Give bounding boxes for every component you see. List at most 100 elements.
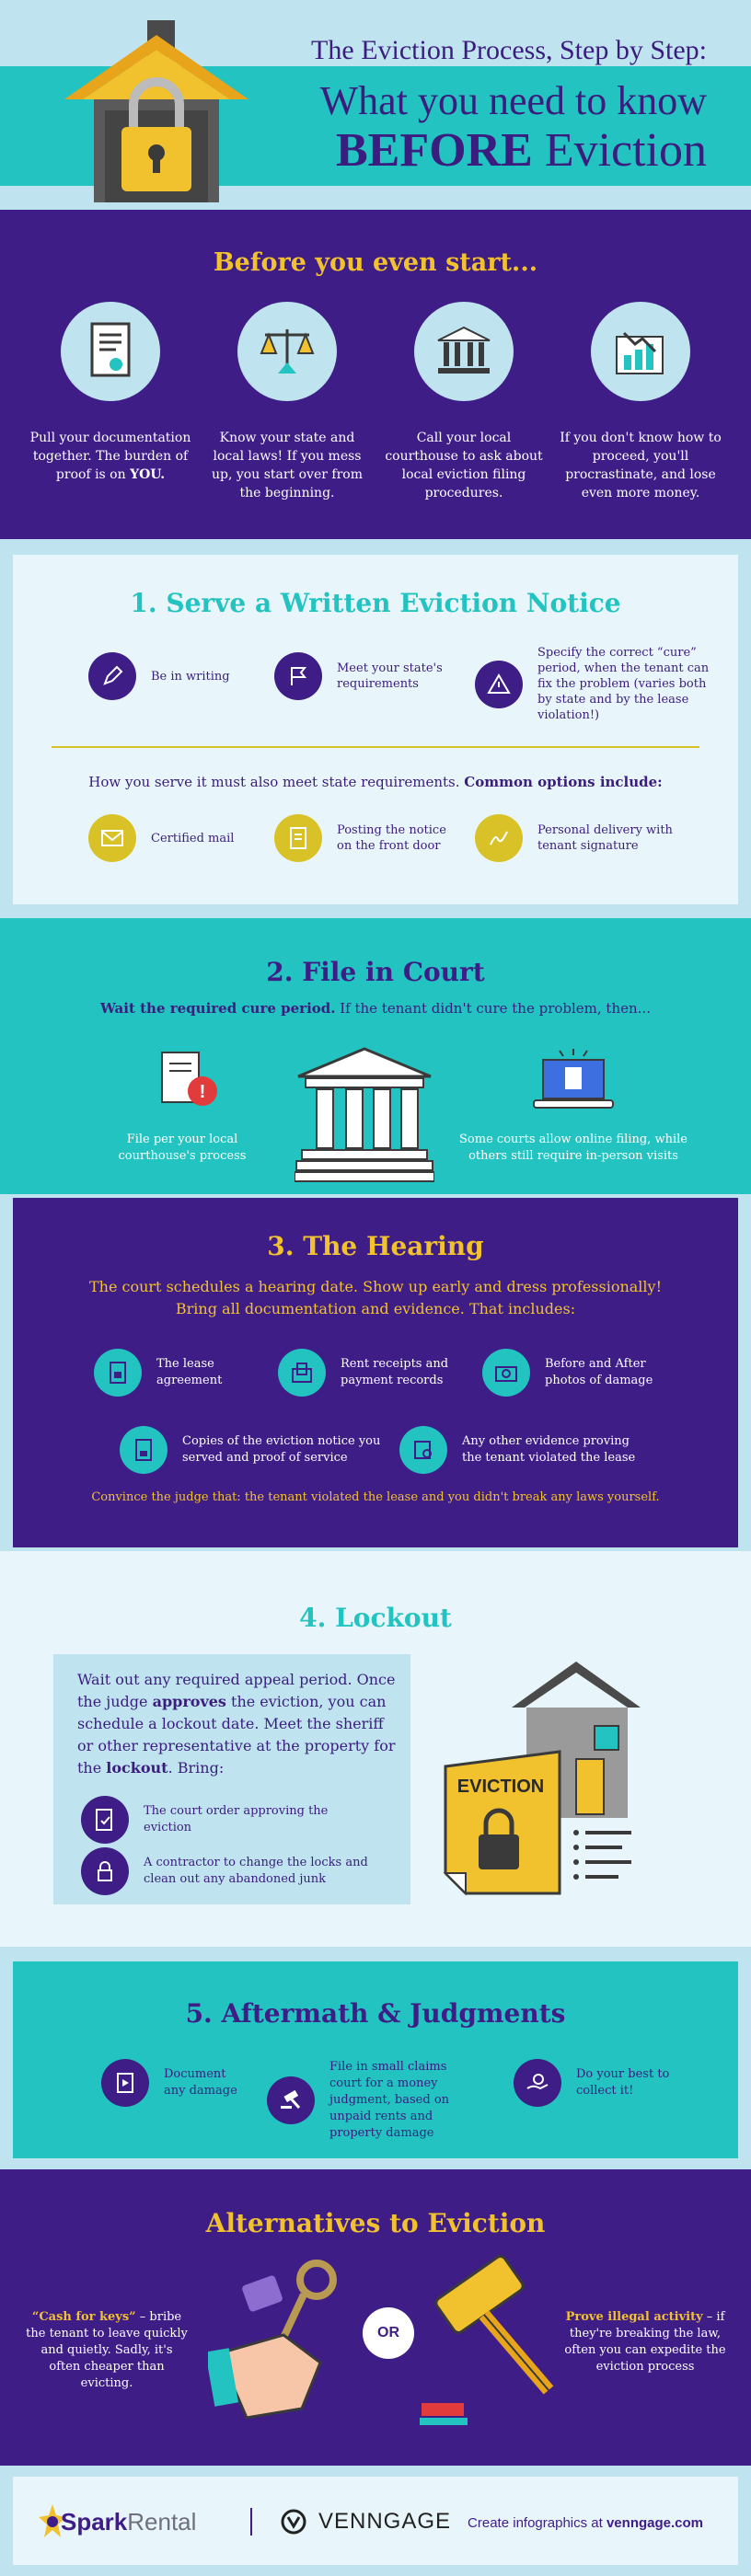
eviction-label: EVICTION [457,1777,544,1797]
header-title-rest: Eviction [532,124,707,177]
eviction-house-illustration: EVICTION [443,1662,641,1896]
alternatives-left-bold: “Cash for keys” [31,2310,136,2324]
alternatives-section: Alternatives to Eviction “Cash for keys”… [0,2169,751,2466]
step2-section: 2. File in Court Wait the required cure … [0,918,751,1194]
warning-icon [475,660,523,708]
footer-box: SparkRental VENNGAGE Create infographics… [13,2477,738,2565]
laptop-icon [533,1049,614,1109]
step1-option-3-text: Personal delivery with tenant signature [537,823,673,853]
step1-option-1: Certified mail [88,814,261,862]
footer-cta-link[interactable]: venngage.com [606,2515,703,2531]
step4-item-2: A contractor to change the locks and cle… [81,1847,374,1895]
step4-section: 4. Lockout Wait out any required appeal … [0,1551,751,1947]
flag-icon [274,652,322,700]
hand-keys-icon [208,2260,337,2420]
step4-para-bold-1: approves [152,1693,226,1710]
step3-intro-line2: Bring all documentation and evidence. Th… [175,1300,576,1317]
alternatives-right-bold: Prove illegal activity [565,2310,703,2324]
header: The Eviction Process, Step by Step: What… [0,0,751,207]
gavel-icon [267,2076,315,2124]
pen-icon [88,652,136,700]
step1-req-1: Be in writing [88,652,271,700]
step3-item-2-text: Rent receipts and payment records [341,1357,449,1387]
step3-item-4-text: Copies of the eviction notice you served… [182,1434,381,1465]
alternatives-right-text: Prove illegal activity – if they're brea… [560,2309,731,2375]
money-loss-icon [591,302,690,401]
lease-document-icon [94,1349,142,1397]
step3-item-5: Any other evidence proving the tenant vi… [399,1426,646,1474]
padlock-icon [81,1847,129,1895]
step1-divider [52,746,699,748]
before-item-1-text: Pull your documentation together. The bu… [28,429,193,484]
receipt-envelope-icon [278,1349,326,1397]
step4-item-1-text: The court order approving the eviction [144,1804,329,1834]
step5-item-3: Do your best to collect it! [514,2059,677,2107]
step4-item-1: The court order approving the eviction [81,1796,374,1844]
step3-title: 3. The Hearing [267,1231,484,1261]
envelope-icon [88,814,136,862]
brand-spark: Spark [61,2508,128,2536]
step5-item-2: File in small claims court for a money j… [267,2059,477,2142]
step2-title: 2. File in Court [266,957,485,987]
step5-title: 5. Aftermath & Judgments [185,1998,566,2029]
alternatives-title: Alternatives to Eviction [205,2208,546,2238]
footer-cta-text: Create infographics at [468,2515,607,2531]
step1-option-3: Personal delivery with tenant signature [475,814,685,862]
evidence-icon [399,1426,447,1474]
alternatives-right-rest: – if they're breaking the law, often you… [564,2310,726,2374]
step1-req-1-text: Be in writing [151,669,230,684]
step3-item-4: Copies of the eviction notice you served… [120,1426,385,1474]
notice-copy-icon [120,1426,168,1474]
before-title: Before you even start... [213,248,538,277]
step1-options-intro-text: How you serve it must also meet state re… [88,774,460,790]
step1-section: 1. Serve a Written Eviction Notice Be in… [13,555,738,904]
step3-item-5-text: Any other evidence proving the tenant vi… [462,1434,636,1465]
sparkrental-logo-icon [39,2504,66,2537]
step1-req-3: Specify the correct “cure” period, when … [475,645,722,723]
before-item-4-text: If you don't know how to proceed, you'll… [560,431,722,500]
step3-intro-line1: The court schedules a hearing date. Show… [88,1278,663,1295]
step1-req-2-text: Meet your state's requirements [337,661,443,691]
or-badge: OR [363,2307,414,2359]
notice-paper-icon [274,814,322,862]
step4-para-a: Wait out any required appeal period. Onc… [77,1671,396,1710]
gavel-illustration-icon [420,2255,554,2425]
svg-text:!: ! [200,1082,206,1102]
step5-item-3-text: Do your best to collect it! [576,2067,670,2098]
step3-footer: Convince the judge that: the tenant viol… [91,1490,660,1504]
step2-subtitle-bold: Wait the required cure period. [100,1000,336,1017]
footer-divider [250,2508,252,2536]
filed-document-icon: ! [161,1052,217,1106]
step2-subtitle: Wait the required cure period. If the te… [0,1000,751,1017]
step3-item-1: The lease agreement [94,1349,248,1397]
before-item-3-text: Call your local courthouse to ask about … [385,431,543,500]
step3-item-3-text: Before and After photos of damage [545,1357,653,1387]
before-item-3: Call your local courthouse to ask about … [381,302,547,502]
scales-of-justice-icon [237,302,337,401]
venngage-text: VENNGAGE [318,2509,452,2534]
step2-caption-left: File per your local courthouse's process [118,1133,247,1163]
footer-cta[interactable]: Create infographics at venngage.com [468,2515,703,2531]
step1-option-1-text: Certified mail [151,831,235,845]
step3-section: 3. The Hearing The court schedules a hea… [13,1198,738,1547]
camera-icon [482,1349,530,1397]
venngage-brand[interactable]: VENNGAGE [280,2508,451,2536]
document-certificate-icon [61,302,160,401]
step4-title: 4. Lockout [299,1603,452,1633]
step4-paragraph: Wait out any required appeal period. Onc… [77,1669,396,1779]
header-subtitle: The Eviction Process, Step by Step: [311,35,707,65]
step5-item-1-text: Document any damage [164,2067,237,2098]
step4-para-e: . Bring: [168,1759,225,1777]
court-order-icon [81,1796,129,1844]
step2-subtitle-rest: If the tenant didn't cure the problem, t… [335,1000,651,1017]
sparkrental-brand[interactable]: SparkRental [61,2508,196,2536]
step5-section: 5. Aftermath & Judgments Document any da… [13,1961,738,2158]
step4-para-c: the eviction, you can schedule a lockout… [77,1693,396,1777]
step4-para-bold-2: lockout [106,1759,168,1777]
before-item-2: Know your state and local laws! If you m… [204,302,370,502]
step3-item-2: Rent receipts and payment records [278,1349,460,1397]
step5-item-2-text: File in small claims court for a money j… [329,2060,450,2140]
brand-rental: Rental [127,2508,197,2536]
venngage-logo-icon [281,2509,306,2535]
